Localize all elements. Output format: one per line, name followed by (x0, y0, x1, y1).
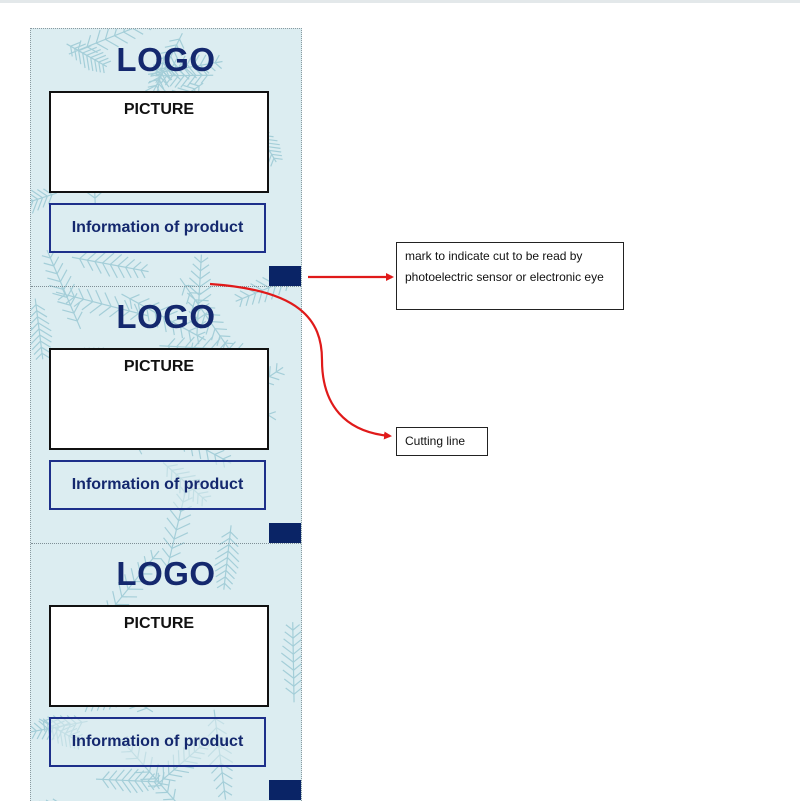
cutting-line-arrow (210, 284, 390, 436)
cut-mark-callout: mark to indicate cut to be read by photo… (396, 242, 624, 310)
cutting-line-callout-text: Cutting line (405, 434, 465, 448)
cut-mark-callout-text: mark to indicate cut to be read by photo… (405, 249, 604, 284)
cutting-line-callout: Cutting line (396, 427, 488, 456)
